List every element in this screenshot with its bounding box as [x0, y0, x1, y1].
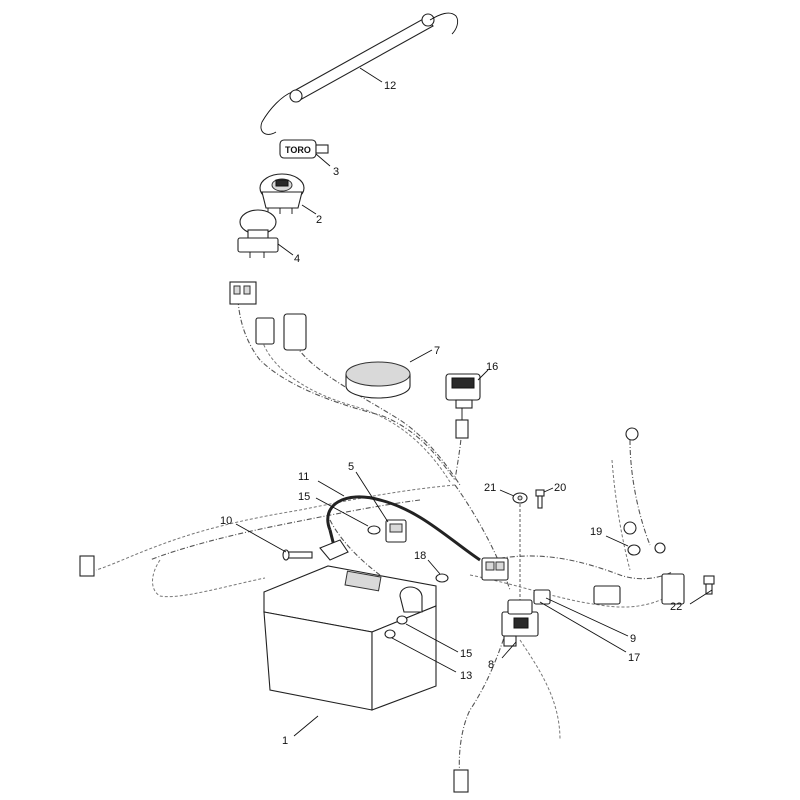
callout-21: 21 [484, 482, 496, 494]
harness-connector-block [481, 557, 509, 581]
part-15-washer-top [367, 525, 381, 535]
callout-17: 17 [628, 652, 640, 664]
ring-terminal-right-2 [654, 542, 666, 554]
part-17-relay [533, 589, 551, 605]
callout-2: 2 [316, 214, 322, 226]
callout-9: 9 [630, 633, 636, 645]
callout-7: 7 [434, 345, 440, 357]
part-5-fuse-holder [385, 519, 407, 543]
connector-bottom-end [453, 769, 469, 793]
callout-15-bottom: 15 [460, 648, 472, 660]
key-brand-text: TORO [285, 145, 311, 155]
callout-8: 8 [488, 659, 494, 671]
part-7-round-cap [345, 361, 411, 399]
ring-terminal-right [623, 521, 637, 535]
callout-4: 4 [294, 253, 300, 265]
callout-18: 18 [414, 550, 426, 562]
connector-top-left [229, 281, 257, 305]
part-19-nut [627, 544, 641, 556]
callout-22: 22 [670, 601, 682, 613]
wire-harness [95, 299, 673, 776]
callout-5: 5 [348, 461, 354, 473]
callout-11: 11 [298, 471, 309, 483]
callout-3: 3 [333, 166, 339, 178]
part-3-key: TORO [279, 139, 329, 159]
part-22-bolt [661, 573, 715, 605]
callout-1: 1 [282, 735, 288, 747]
part-15-washer-bottom [396, 615, 408, 625]
ring-terminal-top [625, 427, 639, 441]
part-12-strap [260, 12, 459, 135]
callout-12: 12 [384, 80, 396, 92]
callout-16: 16 [486, 361, 498, 373]
connector-left-end [79, 555, 95, 577]
part-2-ignition-switch [259, 173, 305, 214]
part-9-connector [593, 585, 621, 605]
callout-19: 19 [590, 526, 602, 538]
part-16-indicator [445, 373, 481, 439]
part-8-solenoid [501, 599, 539, 647]
part-4-pto-switch [237, 209, 279, 258]
connector-mid-left [255, 313, 307, 351]
callout-15-top: 15 [298, 491, 310, 503]
part-21-nut [512, 492, 528, 504]
callout-20: 20 [554, 482, 566, 494]
part-1-battery [263, 565, 437, 711]
callout-10: 10 [220, 515, 232, 527]
part-18-washer [435, 573, 449, 583]
part-20-bolt [535, 489, 545, 509]
part-10-bolt [282, 539, 349, 561]
part-13-bolt [384, 629, 396, 639]
callout-13: 13 [460, 670, 472, 682]
